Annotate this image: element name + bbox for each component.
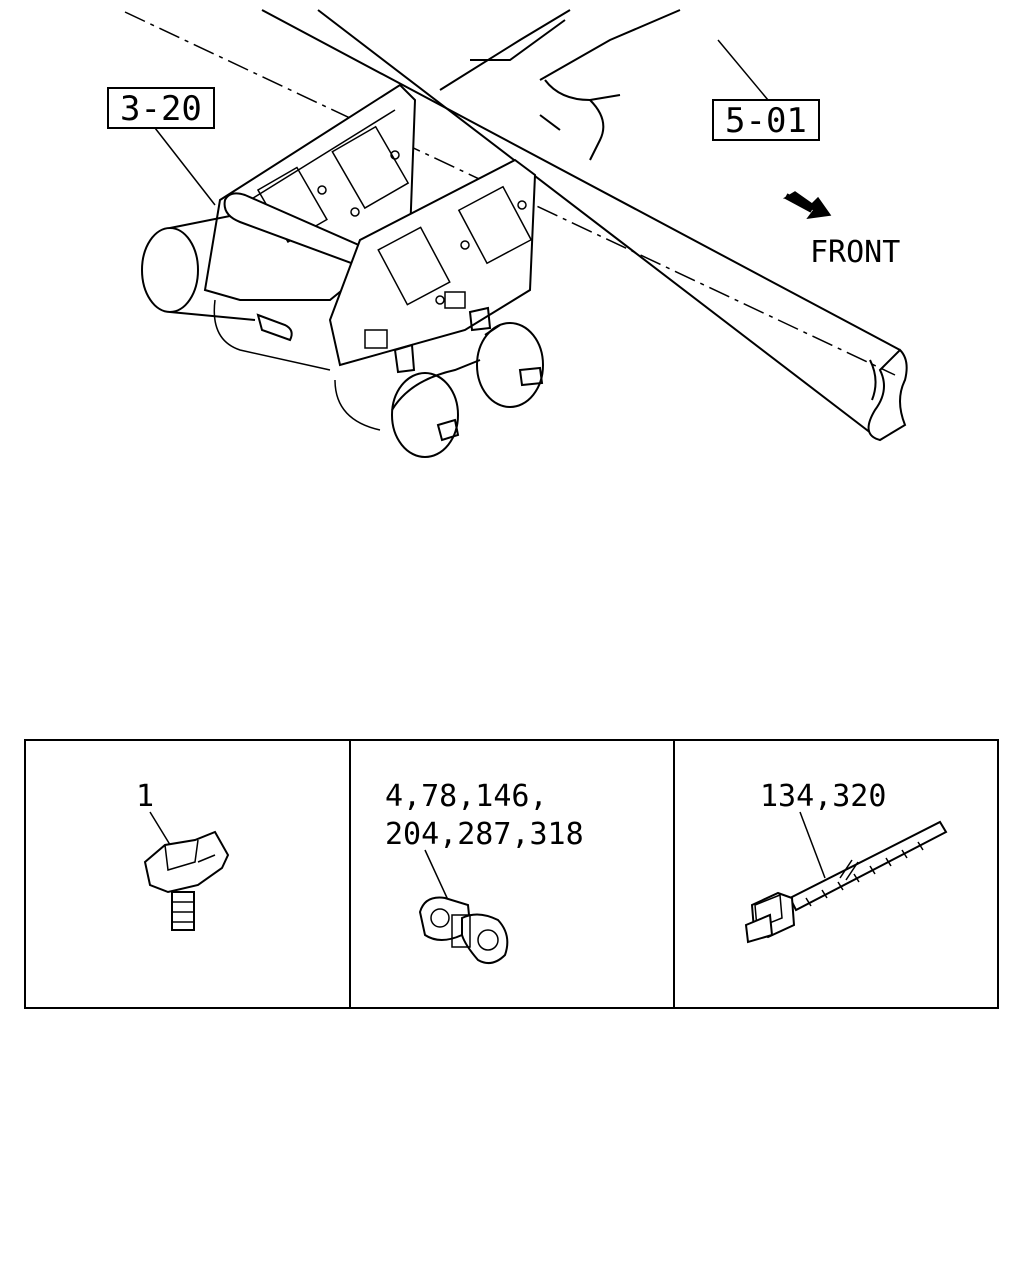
parts-table [24,739,999,1009]
cross-member [439,9,681,161]
leader-part-2 [424,849,449,901]
part-number-label-1: 1 [136,779,154,814]
front-arrow-icon [782,191,832,219]
leader-part-1 [149,811,173,849]
pipe-clip-icon [418,896,509,965]
clip-icon [143,830,230,931]
ref-box-5-01[interactable]: 5-01 [712,99,820,141]
ref-label-3-20: 3-20 [120,89,202,129]
ref-box-3-20[interactable]: 3-20 [107,87,215,129]
ref-label-5-01: 5-01 [725,101,807,141]
bracket-assembly [141,83,544,458]
parts-cell-3[interactable]: 134,320 [744,779,948,944]
part-number-label-2a: 4,78,146, [385,779,548,814]
cable-tie-icon [744,820,948,944]
part-number-label-3: 134,320 [760,779,886,814]
leader-3-20 [154,127,216,206]
frame-rail [261,9,908,442]
leader-part-3 [799,811,826,879]
parts-cell-1[interactable]: 1 [136,779,230,931]
part-number-label-2b: 204,287,318 [385,817,584,852]
parts-cell-2[interactable]: 4,78,146, 204,287,318 [385,779,584,965]
front-label: FRONT [810,235,900,270]
leader-5-01 [717,39,769,101]
